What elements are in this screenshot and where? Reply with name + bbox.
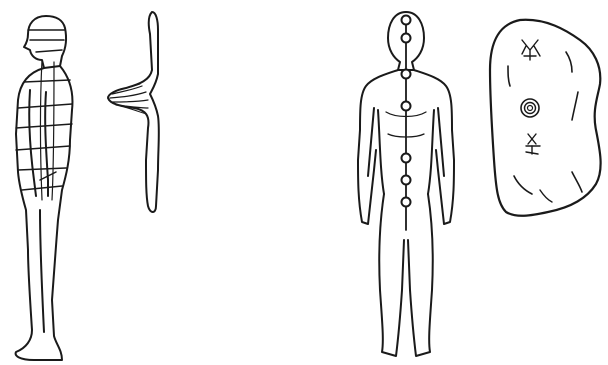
glyph-bottom-icon — [526, 134, 540, 154]
center-point-icon — [521, 99, 539, 117]
profile-figure — [16, 16, 73, 360]
spinal-column-profile — [108, 12, 159, 212]
front-figure — [358, 12, 454, 356]
stone-tablet — [490, 20, 601, 216]
glyph-top-icon — [522, 40, 540, 60]
